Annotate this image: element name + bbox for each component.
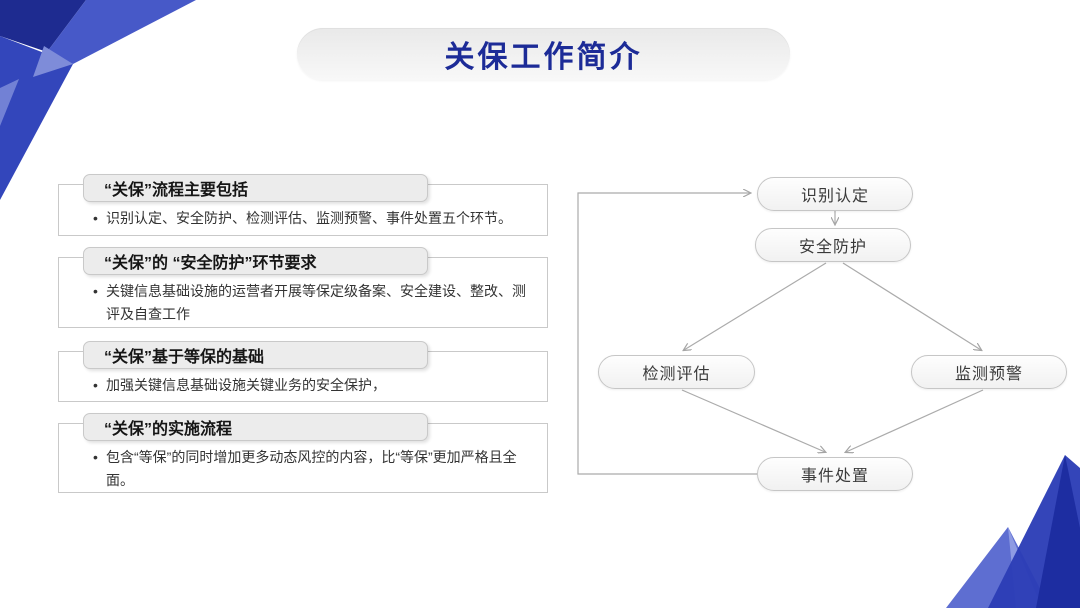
section-header-pill: “关保”的实施流程	[83, 413, 428, 441]
bullet-item: • 关键信息基础设施的运营者开展等保定级备案、安全建设、整改、测评及自查工作	[93, 280, 529, 326]
section-heading: “关保”流程主要包括	[104, 182, 249, 199]
flow-node-assess: 检测评估	[598, 355, 755, 389]
bullet-text: 包含“等保”的同时增加更多动态风控的内容，比“等保”更加严格且全面。	[106, 449, 517, 488]
section-header-pill: “关保”基于等保的基础	[83, 341, 428, 369]
section-header-pill: “关保”流程主要包括	[83, 174, 428, 202]
edge-protect-to-monitor	[842, 262, 981, 350]
edge-assess-to-respond	[681, 389, 825, 452]
edge-protect-to-assess	[684, 262, 827, 350]
edge-respond-to-identify-loop	[577, 193, 757, 475]
bullet-item: • 包含“等保”的同时增加更多动态风控的内容，比“等保”更加严格且全面。	[93, 446, 529, 492]
bullet-dot-icon: •	[93, 449, 98, 465]
section-header-pill: “关保”的 “安全防护”环节要求	[83, 247, 428, 275]
flow-node-label: 安全防护	[798, 239, 867, 256]
flow-node-monitor: 监测预警	[911, 355, 1067, 389]
flow-node-label: 事件处置	[800, 468, 869, 485]
bullet-dot-icon: •	[93, 283, 98, 299]
flow-node-label: 检测评估	[642, 366, 711, 383]
bullet-dot-icon: •	[93, 377, 98, 393]
bullet-text: 关键信息基础设施的运营者开展等保定级备案、安全建设、整改、测评及自查工作	[106, 283, 526, 322]
bullet-dot-icon: •	[93, 210, 98, 226]
section-heading: “关保”的 “安全防护”环节要求	[104, 255, 317, 272]
section-implementation-flow: “关保”的实施流程 • 包含“等保”的同时增加更多动态风控的内容，比“等保”更加…	[58, 413, 548, 493]
bullet-text: 识别认定、安全防护、检测评估、监测预警、事件处置五个环节。	[106, 210, 512, 226]
corner-decoration-bottom-right	[946, 455, 1080, 608]
bullet-item: • 识别认定、安全防护、检测评估、监测预警、事件处置五个环节。	[93, 207, 529, 230]
flow-node-identify: 识别认定	[757, 177, 913, 211]
slide-title: 关保工作简介	[444, 41, 643, 74]
bullet-text: 加强关键信息基础设施关键业务的安全保护，	[106, 377, 386, 393]
corner-decoration-top-left	[0, 0, 196, 200]
section-heading: “关保”基于等保的基础	[104, 349, 265, 366]
edge-monitor-to-respond	[846, 389, 984, 452]
flow-node-label: 监测预警	[954, 366, 1023, 383]
section-process-overview: “关保”流程主要包括 • 识别认定、安全防护、检测评估、监测预警、事件处置五个环…	[58, 174, 548, 236]
flow-node-label: 识别认定	[800, 188, 869, 205]
section-heading: “关保”的实施流程	[104, 421, 233, 438]
section-protection-requirements: “关保”的 “安全防护”环节要求 • 关键信息基础设施的运营者开展等保定级备案、…	[58, 247, 548, 328]
flow-node-protect: 安全防护	[755, 228, 911, 262]
flow-node-respond: 事件处置	[757, 457, 913, 491]
section-based-on-dengbao: “关保”基于等保的基础 • 加强关键信息基础设施关键业务的安全保护，	[58, 341, 548, 402]
slide-title-banner: 关保工作简介	[297, 28, 790, 80]
bullet-item: • 加强关键信息基础设施关键业务的安全保护，	[93, 374, 529, 397]
